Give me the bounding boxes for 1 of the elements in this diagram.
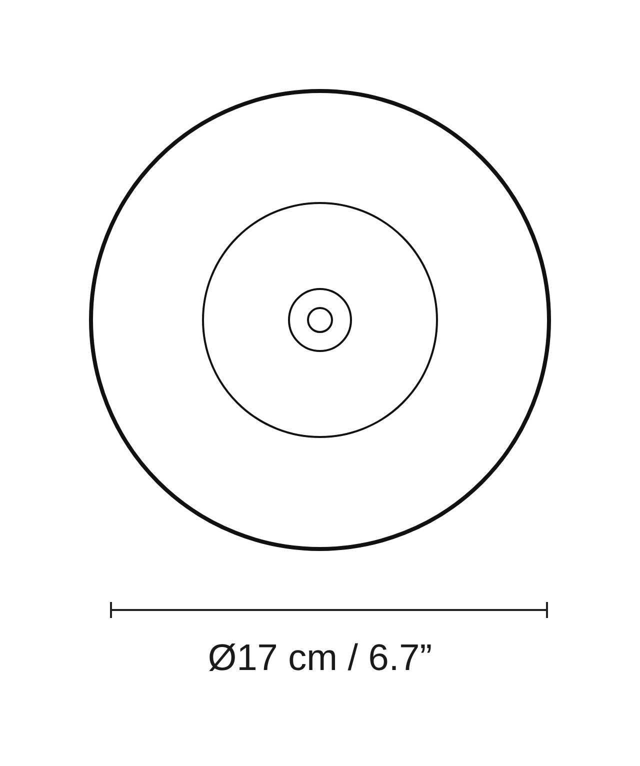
dimension-label: Ø17 cm / 6.7”: [208, 636, 432, 680]
